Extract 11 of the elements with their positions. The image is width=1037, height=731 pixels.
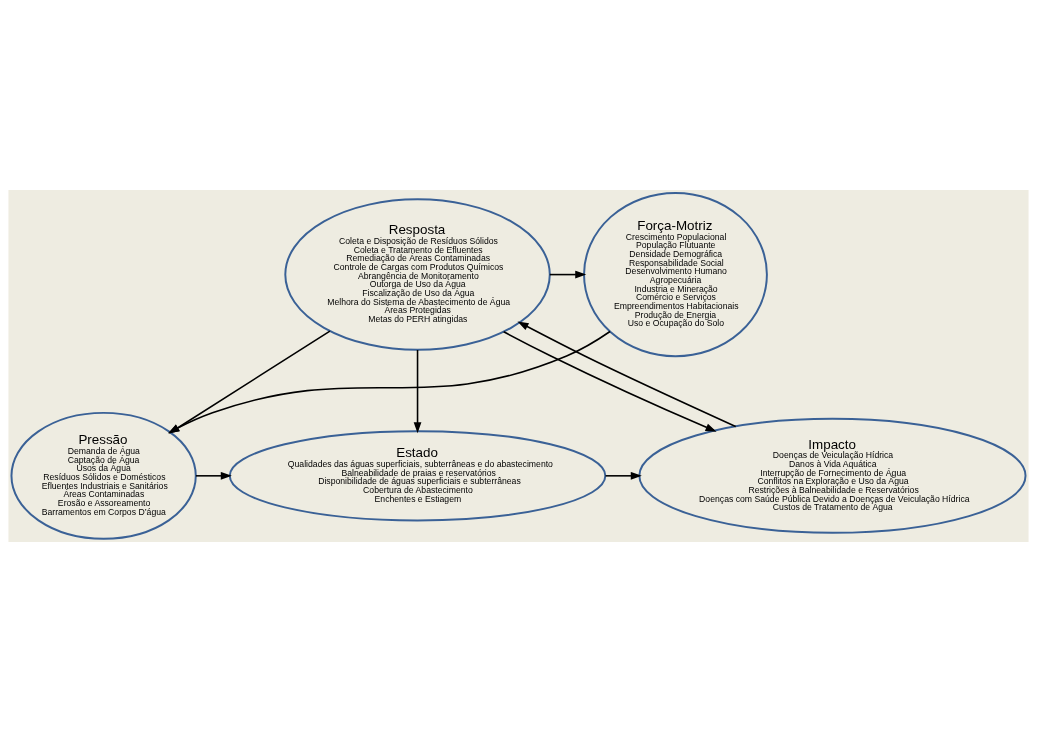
arrow — [413, 348, 422, 433]
node-ellipse: Impacto Doenças de Veiculação Hídrica Danos à Vida Aquática Interrupção de Fornecimento de Água Conflitos na Exploração e Uso da Água Restrições à Balneabilidade e Reservatórios Doenças com Saúde Pública Devido a Doenças de Veiculação Hídrica Custos de Tratamento de Água — [638, 417, 1027, 534]
node-ellipse: Pressão Demanda de Água Captação de Água Usos da Água Resíduos Sólidos e Domésticos Efluentes Industriais e Sanitários Áreas Contaminadas Erosão e Assoreamento Barramentos em Corpos D’água — [10, 411, 197, 540]
node-ellipse: Força-Motriz Crescimento Populacional População Flutuante Densidade Demográfica Responsabilidade Social Desenvolvimento Humano Agropecuária Industria e Mineração Comércio e Serviços Empreendimentos Habitacionais Produção de Energia Uso e Ocupação do Solo — [583, 191, 768, 357]
arrow — [195, 471, 232, 480]
arrow — [549, 270, 587, 278]
node-ellipse: Estado Qualidades das águas superficiais, subterrâneas e do abastecimento Balneabilidade de praias e reservatórios Disponibilidade de águas superficiais e subterrâneas Cobertura de Abastecimento Enchentes e Estiagem — [228, 429, 607, 521]
arrow — [502, 330, 717, 432]
arrow — [604, 471, 642, 480]
node-ellipse: Resposta Coleta e Disposição de Resíduos Sólidos Coleta e Tratamento de Efluentes Remediação de Áreas Contaminadas Controle de Cargas com Produtos Químicos Abrangência de Monitoramento Outorga de Uso da Água Fiscalização de Uso da Água Melhora do Sistema de Abastecimento de Água Áreas Protegidas Metas do PERH atingidas — [284, 197, 551, 351]
arrow — [517, 321, 737, 427]
